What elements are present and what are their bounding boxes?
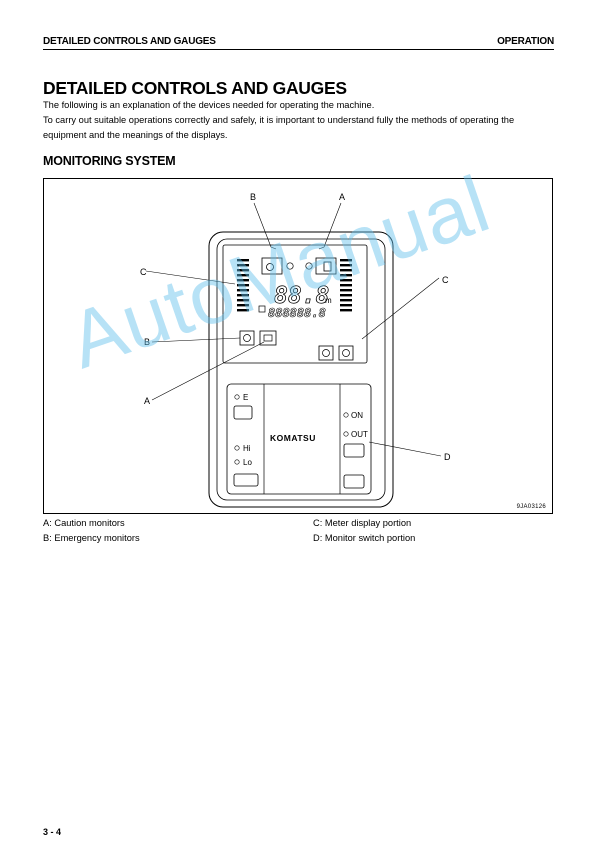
callout-b-left: B — [144, 337, 150, 347]
washer-switch-icon — [343, 474, 365, 489]
callout-lines — [145, 202, 442, 457]
switch-label-out: OUT — [351, 430, 368, 439]
intro-paragraph-2: To carry out suitable operations correct… — [43, 115, 515, 140]
oil-level-icon — [318, 345, 334, 361]
water-level-icon — [338, 345, 354, 361]
economy-switch-icon — [233, 405, 253, 420]
hourmeter-digits: 888888.8 — [268, 306, 326, 320]
running-header-right: OPERATION — [497, 36, 554, 47]
right-bar-gauge — [340, 259, 352, 312]
section-title: MONITORING SYSTEM — [43, 154, 176, 168]
page-number: 3 - 4 — [43, 827, 62, 837]
callout-a-left: A — [144, 396, 150, 406]
legend-emergency-monitors: B: Emergency monitors — [43, 533, 140, 543]
callout-a-top: A — [339, 192, 345, 202]
switch-panel — [226, 383, 372, 495]
panel-bezel-outer — [208, 231, 394, 508]
callout-c-left: C — [140, 267, 147, 277]
monitoring-system-figure: 88.8 m 888888.8 E Hi Lo KOMATSU ON OUT — [43, 178, 553, 514]
callout-b-top: B — [250, 192, 256, 202]
legend-meter-display: C: Meter display portion — [313, 518, 412, 528]
figure-code: 9JA03126 — [516, 504, 546, 510]
komatsu-logo: KOMATSU — [270, 433, 316, 443]
wiper-switch-icon — [343, 443, 365, 458]
panel-bezel-inner — [216, 238, 386, 501]
hourmeter-icon — [258, 305, 266, 313]
legend-monitor-switch: D: Monitor switch portion — [313, 533, 416, 543]
speed-unit: m — [325, 296, 332, 305]
switch-label-hi: Hi — [243, 444, 251, 453]
callout-c-right: C — [442, 275, 449, 285]
speed-digits: 88.8 — [274, 283, 329, 309]
upper-panel — [222, 244, 368, 364]
switch-label-on: ON — [351, 411, 363, 420]
switch-label-lo: Lo — [243, 458, 252, 467]
monitor-panel-illustration: 88.8 m 888888.8 E Hi Lo KOMATSU ON OUT — [140, 192, 451, 508]
legend-caution-monitors: A: Caution monitors — [43, 518, 125, 528]
running-header-left: DETAILED CONTROLS AND GAUGES — [43, 36, 216, 47]
battery-charge-icon — [259, 330, 277, 346]
caution-monitor-lamps-icon — [261, 257, 337, 275]
travel-speed-switch-icon — [233, 473, 259, 487]
switch-label-e: E — [243, 393, 248, 402]
callout-d-right: D — [444, 452, 451, 462]
page-title: DETAILED CONTROLS AND GAUGES — [43, 78, 347, 98]
left-bar-gauge — [237, 259, 249, 312]
intro-paragraph-1: The following is an explanation of the d… — [43, 100, 375, 110]
header-rule — [43, 49, 554, 50]
